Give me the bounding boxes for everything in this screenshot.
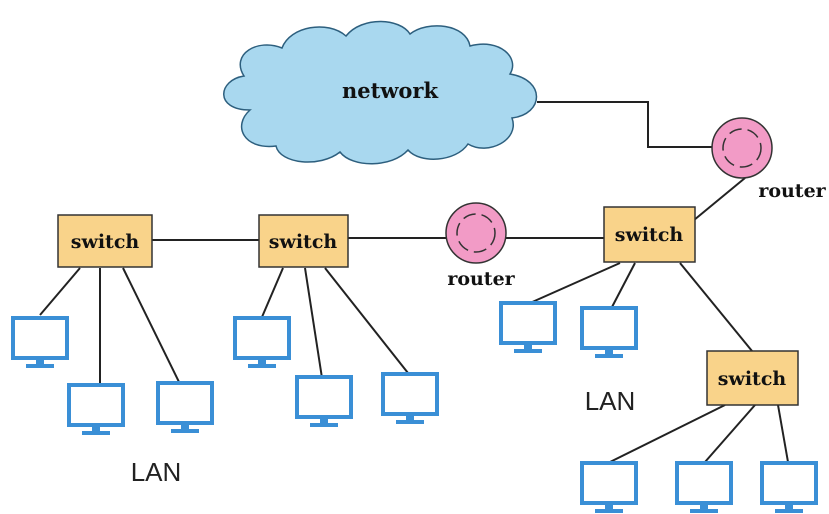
switch-3: switch bbox=[603, 206, 696, 263]
link-switch2-pc6 bbox=[324, 267, 409, 374]
links bbox=[39, 101, 789, 463]
monitor-icon bbox=[580, 306, 638, 358]
cloud-icon: network bbox=[223, 20, 538, 165]
monitor-icon bbox=[381, 372, 439, 424]
switch-icon bbox=[706, 350, 799, 406]
link-network-router-top bbox=[537, 101, 714, 148]
router-middle: router bbox=[445, 202, 516, 290]
router-icon bbox=[711, 117, 773, 179]
switch-4: switch bbox=[706, 350, 799, 406]
switch-icon bbox=[57, 214, 153, 268]
link-switch3-pc8 bbox=[611, 262, 636, 308]
switch-1: switch bbox=[57, 214, 153, 268]
monitor-icon bbox=[156, 381, 214, 433]
switch-2: switch bbox=[258, 214, 349, 268]
monitor-icon bbox=[11, 316, 69, 368]
router-middle-label: router bbox=[447, 268, 515, 290]
lan-label-right: LAN bbox=[585, 386, 636, 416]
cloud-shape bbox=[223, 20, 538, 165]
computers bbox=[11, 301, 818, 513]
monitor-icon bbox=[233, 316, 291, 368]
link-switch3-switch4 bbox=[679, 262, 753, 352]
router-top: router bbox=[711, 117, 827, 202]
link-switch4-pc10 bbox=[704, 404, 756, 463]
link-switch4-pc11 bbox=[777, 404, 789, 463]
link-switch2-pc4 bbox=[261, 267, 284, 318]
link-switch2-pc5 bbox=[304, 267, 323, 379]
monitor-icon bbox=[580, 461, 638, 513]
switch-2-label: switch bbox=[269, 231, 338, 253]
monitor-icon bbox=[499, 301, 557, 353]
monitor-icon bbox=[675, 461, 733, 513]
link-router-top-switch-right bbox=[687, 177, 746, 226]
switch-1-label: switch bbox=[71, 231, 140, 253]
lan-label-left: LAN bbox=[131, 457, 182, 487]
link-switch1-pc1 bbox=[39, 267, 81, 316]
link-switch4-pc9 bbox=[609, 404, 726, 463]
switch-icon bbox=[603, 206, 696, 263]
cloud-label: network bbox=[342, 78, 438, 103]
monitor-icon bbox=[760, 461, 818, 513]
monitor-icon bbox=[295, 375, 353, 427]
link-switch1-pc3 bbox=[122, 267, 181, 385]
switch-icon bbox=[258, 214, 349, 268]
switch-4-label: switch bbox=[718, 368, 787, 390]
switch-3-label: switch bbox=[615, 224, 684, 246]
link-switch3-pc7 bbox=[529, 262, 621, 304]
monitor-icon bbox=[67, 383, 125, 435]
router-icon bbox=[445, 202, 507, 264]
router-top-label: router bbox=[758, 180, 826, 202]
